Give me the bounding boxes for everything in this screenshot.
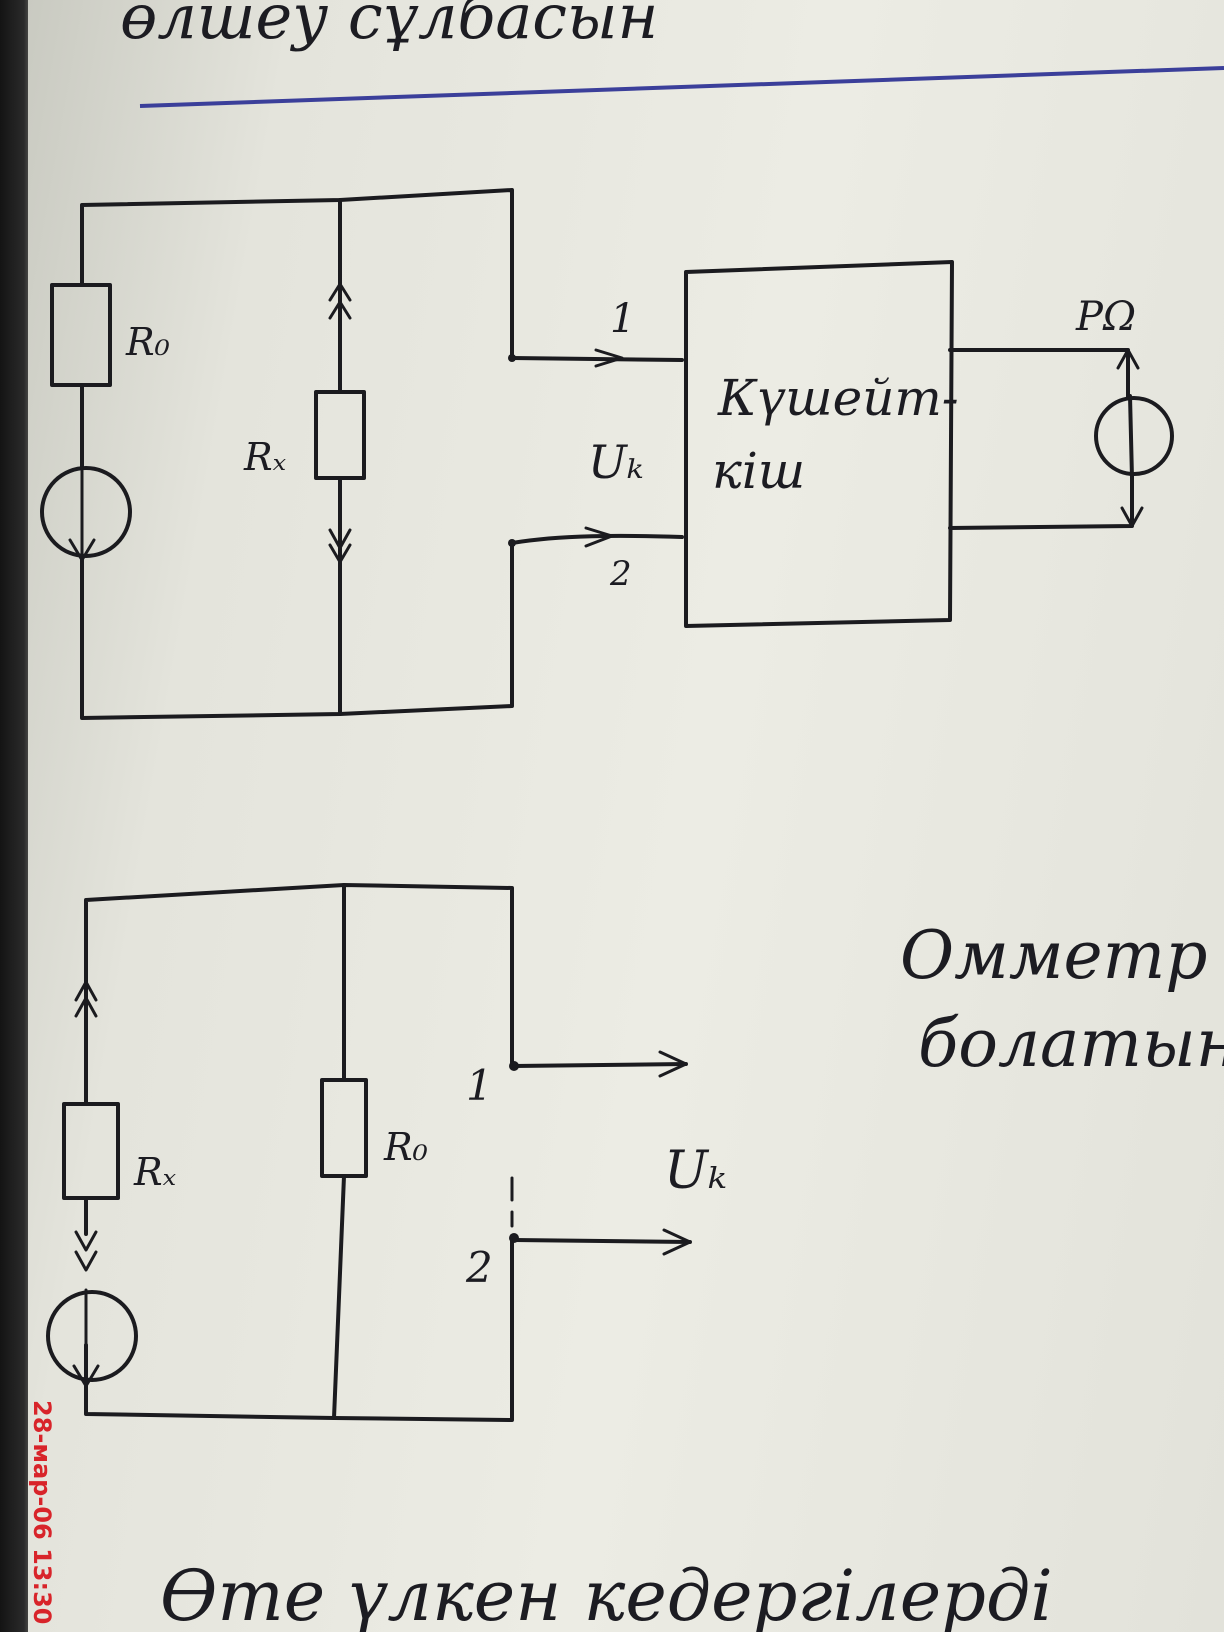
meter-arrow-down bbox=[1120, 506, 1144, 528]
paper-sheet bbox=[28, 0, 1224, 1632]
amplifier-label-line2: кіш bbox=[712, 442, 805, 500]
circuit-top: R₀ Rₓ 1 2 Uₖ Күшейт- кіш PΩ bbox=[40, 188, 1174, 720]
bottom-resistor-r0-label: R₀ bbox=[383, 1125, 428, 1169]
top-resistor-r0-label: R₀ bbox=[125, 320, 170, 364]
side-text-line2: болатын bbox=[918, 1005, 1224, 1082]
top-wire-upper bbox=[80, 188, 514, 360]
top-lead-2 bbox=[510, 533, 684, 545]
meter-label: PΩ bbox=[1075, 294, 1136, 340]
bottom-arrow-up bbox=[74, 980, 98, 1018]
top-terminal-1-label: 1 bbox=[610, 296, 635, 342]
meter-bar bbox=[1128, 394, 1134, 480]
bottom-resistor-rx-label: Rₓ bbox=[133, 1150, 177, 1194]
bottom-resistor-r0 bbox=[320, 1078, 368, 1178]
top-arrow-down bbox=[328, 528, 352, 564]
top-resistor-rx bbox=[314, 390, 366, 480]
bottom-middle-branch bbox=[332, 883, 346, 1420]
rule-line bbox=[139, 66, 1224, 108]
amplifier-output-lower bbox=[948, 474, 1134, 530]
bottom-wire-upper bbox=[84, 883, 514, 1106]
bottom-wire-lower bbox=[84, 1196, 514, 1422]
top-resistor-r0 bbox=[50, 283, 112, 387]
header-text: өлшеу сұлбасын bbox=[120, 0, 658, 53]
date-stamp: 28-мар-06 13:30 bbox=[28, 1400, 56, 1624]
top-node-2 bbox=[508, 539, 516, 547]
top-voltage-label: Uₖ bbox=[588, 435, 644, 489]
bottom-lead-1 bbox=[512, 1062, 688, 1068]
bottom-lead-2-arrow bbox=[662, 1228, 692, 1256]
top-terminal-2-label: 2 bbox=[609, 554, 632, 594]
top-node-1 bbox=[508, 354, 516, 362]
bottom-source-arrow bbox=[72, 1288, 100, 1388]
amplifier-label-line1: Күшейт- bbox=[717, 369, 959, 427]
top-wire-lower bbox=[80, 383, 514, 720]
meter-arrow-up bbox=[1116, 348, 1140, 370]
bottom-source-circle bbox=[46, 1290, 138, 1382]
top-source-circle bbox=[40, 466, 132, 558]
bottom-lead-2 bbox=[512, 1238, 692, 1244]
top-lead-1-arrow bbox=[594, 348, 624, 368]
footer-text: Өте үлкен кедергілерді bbox=[160, 1555, 1053, 1632]
top-lead-1 bbox=[510, 356, 684, 362]
bottom-voltage-label: Uₖ bbox=[664, 1141, 727, 1201]
amplifier-block bbox=[684, 260, 954, 628]
bottom-resistor-rx bbox=[62, 1102, 120, 1200]
top-resistor-rx-label: Rₓ bbox=[243, 435, 287, 479]
amplifier-output-upper bbox=[948, 348, 1130, 400]
top-arrow-up bbox=[328, 282, 352, 320]
top-lead-2-arrow bbox=[584, 526, 614, 548]
circuit-bottom: Rₓ R₀ 1 2 Uₖ bbox=[46, 883, 727, 1422]
top-source-arrow bbox=[68, 466, 96, 562]
meter-circle bbox=[1094, 396, 1174, 476]
side-text-line1: Омметр bbox=[900, 917, 1207, 994]
bottom-terminal-2-label: 2 bbox=[465, 1243, 493, 1292]
bottom-arrow-down bbox=[74, 1230, 98, 1272]
bottom-terminal-1-label: 1 bbox=[466, 1061, 493, 1110]
bottom-lead-1-arrow bbox=[658, 1050, 688, 1078]
